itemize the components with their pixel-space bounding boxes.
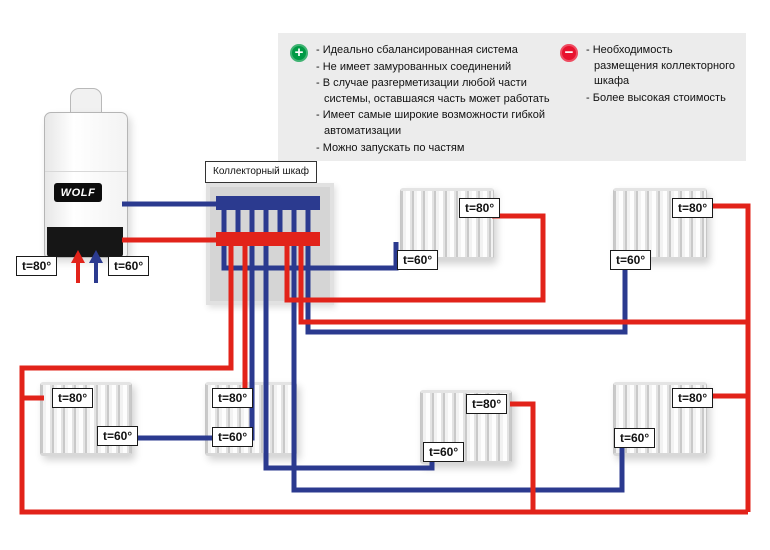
radiator-mid-right-supply-temp: t=80° <box>466 394 508 414</box>
plus-icon: + <box>290 44 308 62</box>
cons-item: - Необходимость размещения коллекторного… <box>586 44 736 88</box>
boiler-return-temp: t=60° <box>108 256 150 276</box>
radiator-top-right-supply-temp: t=80° <box>672 198 714 218</box>
cons-column: − - Необходимость размещения коллекторно… <box>560 43 738 153</box>
radiator-far-right-return-temp: t=60° <box>614 428 656 448</box>
pros-item: - В случае разгерметизации любой части с… <box>316 77 550 105</box>
pros-item: - Можно запускать по частям <box>316 141 465 154</box>
pros-cons-panel: + - Идеально сбалансированная система - … <box>278 33 746 161</box>
minus-icon: − <box>560 44 578 62</box>
boiler-panel-seam <box>45 171 127 172</box>
radiator-mid-left-return-temp: t=60° <box>97 426 139 446</box>
radiator-top-center-return-temp: t=60° <box>397 250 439 270</box>
cons-item: - Более высокая стоимость <box>586 91 726 104</box>
radiator-top-center-supply-temp: t=80° <box>459 198 501 218</box>
supply-pipe-top-right <box>706 203 751 322</box>
boiler: WOLF <box>44 112 128 258</box>
boiler-base <box>47 227 123 257</box>
radiator-mid-center-return-temp: t=60° <box>212 427 254 447</box>
radiator-mid-left-supply-temp: t=80° <box>52 388 94 408</box>
radiator-top-right-return-temp: t=60° <box>610 250 652 270</box>
radiator-far-right-supply-temp: t=80° <box>672 388 714 408</box>
radiator-mid-right-return-temp: t=60° <box>423 442 465 462</box>
boiler-brand-badge: WOLF <box>54 183 102 202</box>
boiler-supply-temp: t=80° <box>16 256 58 276</box>
radiator-mid-center-supply-temp: t=80° <box>212 388 254 408</box>
pros-item: - Имеет самые широкие возможности гибкой… <box>316 109 546 138</box>
collector-cabinet <box>206 183 334 305</box>
collector-cabinet-label: Коллекторный шкаф <box>205 161 317 183</box>
supply-pipe-mid-right <box>510 401 536 512</box>
supply-main-right <box>298 246 751 512</box>
pros-list: - Идеально сбалансированная система - Не… <box>316 43 552 154</box>
cons-list: - Необходимость размещения коллекторного… <box>586 43 738 153</box>
pros-item: - Идеально сбалансированная система <box>316 44 518 56</box>
pros-column: + - Идеально сбалансированная система - … <box>290 43 552 154</box>
supply-main-left <box>19 246 748 515</box>
pros-item: - Не имеет замурованных соединений <box>316 60 512 73</box>
